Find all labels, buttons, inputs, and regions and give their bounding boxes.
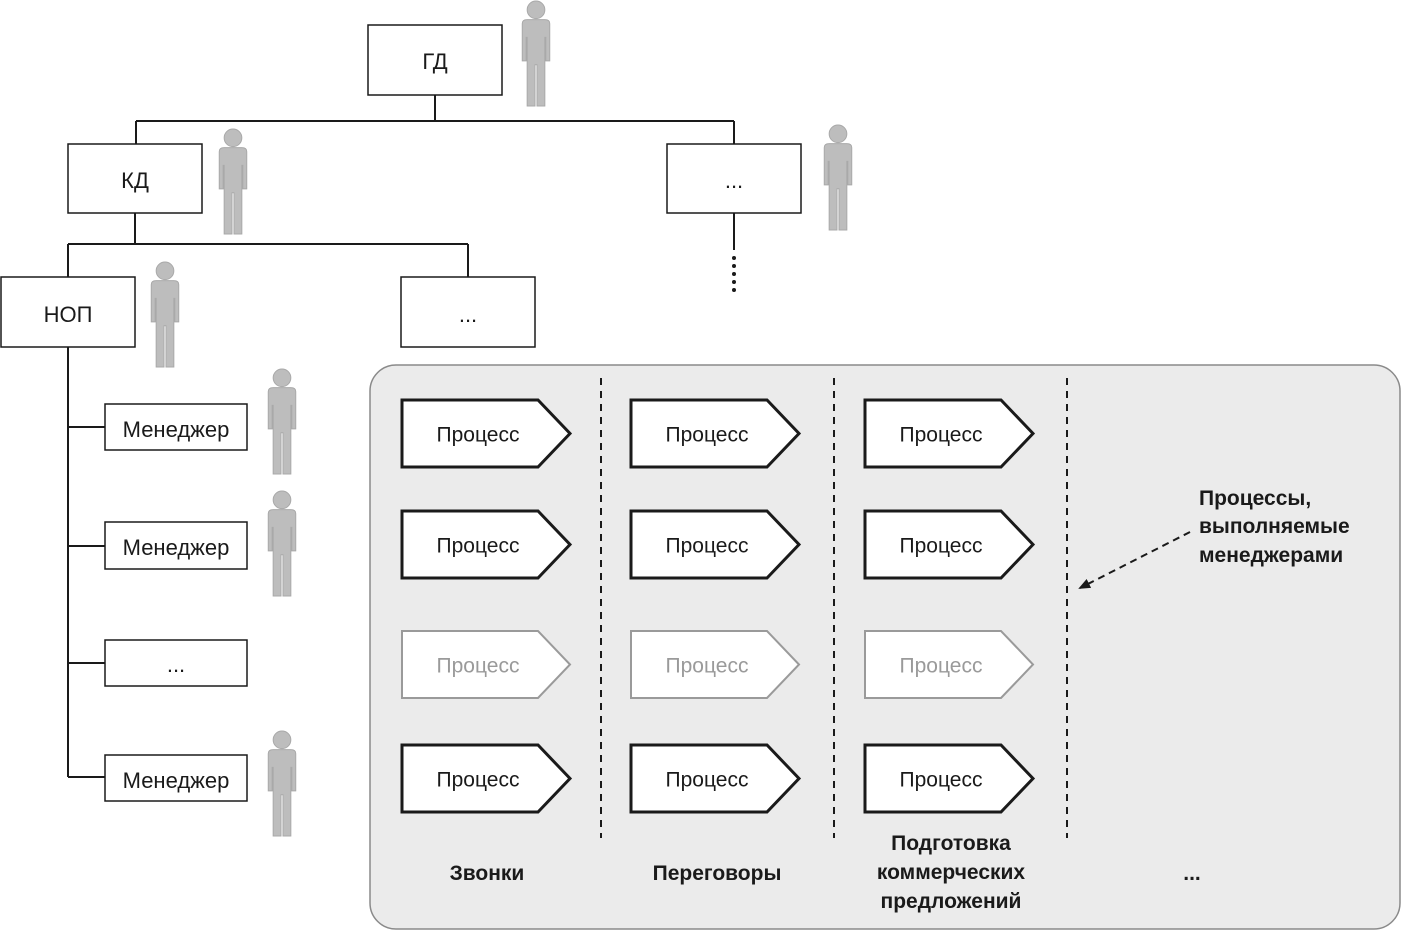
process-arrow — [401, 630, 572, 699]
person-icon — [218, 128, 248, 235]
annotation: Процессы, выполняемые менеджерами — [1078, 487, 1350, 589]
person-icon — [521, 0, 551, 107]
box-top-more: ... — [666, 143, 802, 214]
process-label: Процесс — [666, 655, 749, 678]
process-arrow — [864, 630, 1035, 699]
process-step: Процесс — [629, 398, 802, 469]
process-label: Процесс — [900, 655, 983, 678]
process-step: Процесс — [400, 398, 573, 469]
manager-1-label: Менеджер — [123, 417, 230, 442]
continuation-dots — [732, 256, 736, 292]
process-arrow — [630, 630, 801, 699]
box-kd: КД — [67, 143, 203, 214]
process-step: Процесс — [401, 630, 572, 699]
process-label: Процесс — [900, 769, 983, 792]
process-step: Процесс — [863, 509, 1036, 580]
column-label: ... — [1183, 862, 1201, 885]
process-step: Процесс — [400, 743, 573, 814]
process-label: Процесс — [437, 424, 520, 447]
box-manager-more: ... — [104, 639, 248, 687]
person-icon — [267, 490, 297, 597]
process-label: Процесс — [437, 535, 520, 558]
box-manager-2: Менеджер — [104, 521, 248, 570]
person-icon — [267, 730, 297, 837]
process-label: Процесс — [437, 769, 520, 792]
process-step: Процесс — [863, 398, 1036, 469]
process-arrow — [863, 398, 1036, 469]
annotation-line-1: Процессы, — [1199, 487, 1311, 510]
box-manager-4: Менеджер — [104, 754, 248, 802]
annotation-line-3: менеджерами — [1199, 544, 1343, 567]
process-arrow — [863, 509, 1036, 580]
org-connectors — [67, 95, 735, 778]
box-top-more-label: ... — [725, 168, 743, 193]
person-icon — [267, 368, 297, 475]
process-arrow — [863, 743, 1036, 814]
process-label: Процесс — [900, 424, 983, 447]
box-kd-label: КД — [121, 168, 149, 193]
process-label: Процесс — [666, 769, 749, 792]
process-step: Процесс — [629, 743, 802, 814]
process-step: Процесс — [629, 509, 802, 580]
process-label: Процесс — [900, 535, 983, 558]
column-label: Переговоры — [653, 862, 782, 885]
box-gd-label: ГД — [422, 49, 447, 74]
column-label: Звонки — [450, 862, 525, 885]
process-label: Процесс — [437, 655, 520, 678]
process-step: Процесс — [630, 630, 801, 699]
annotation-line-2: выполняемые — [1199, 515, 1350, 538]
annotation-arrow — [1078, 531, 1191, 589]
box-mid-more: ... — [400, 276, 536, 348]
column-dividers — [600, 378, 1068, 838]
manager-2-label: Менеджер — [123, 535, 230, 560]
manager-more-label: ... — [167, 652, 185, 677]
box-nop: НОП — [0, 276, 136, 348]
manager-4-label: Менеджер — [123, 768, 230, 793]
process-arrow — [629, 743, 802, 814]
box-manager-1: Менеджер — [104, 403, 248, 451]
process-step: Процесс — [863, 743, 1036, 814]
box-gd: ГД — [367, 24, 503, 96]
process-label: Процесс — [666, 424, 749, 447]
process-label: Процесс — [666, 535, 749, 558]
process-arrow — [629, 398, 802, 469]
person-icon — [150, 261, 180, 368]
process-arrow — [629, 509, 802, 580]
person-icon — [823, 124, 853, 231]
process-arrow — [400, 398, 573, 469]
process-step: Процесс — [864, 630, 1035, 699]
box-mid-more-label: ... — [459, 302, 477, 327]
process-arrow — [400, 509, 573, 580]
process-arrow — [400, 743, 573, 814]
box-nop-label: НОП — [44, 302, 93, 327]
process-step: Процесс — [400, 509, 573, 580]
